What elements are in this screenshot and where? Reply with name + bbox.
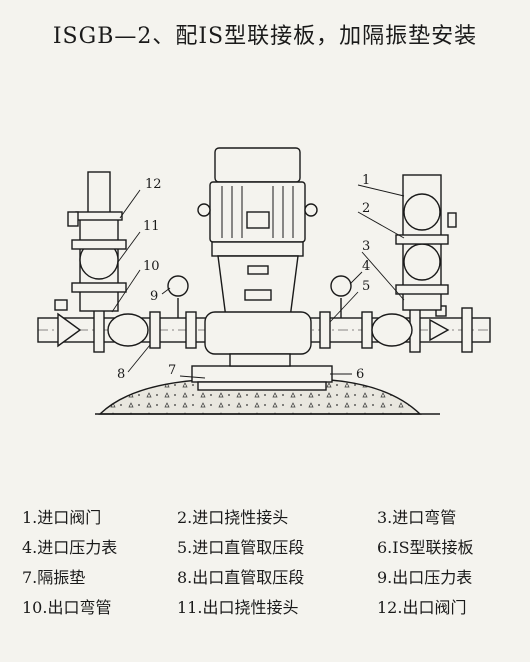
callout-10: 10 — [143, 259, 160, 274]
callout-12: 12 — [145, 177, 162, 192]
is-connection-plate — [191, 365, 333, 383]
motor-top-cover — [214, 147, 301, 183]
legend-item: 12.出口阀门 — [377, 598, 467, 617]
callout-4: 4 — [362, 259, 370, 274]
legend-item: 9.出口压力表 — [377, 568, 473, 587]
callout-8: 8 — [117, 367, 125, 382]
callout-1: 1 — [362, 173, 370, 188]
callout-2: 2 — [362, 201, 370, 216]
legend-item: 2.进口挠性接头 — [177, 508, 289, 527]
motor-nameplate — [246, 211, 270, 229]
legend-item: 11.出口挠性接头 — [177, 598, 299, 617]
valve-right — [429, 318, 450, 342]
legend-item: 8.出口直管取压段 — [177, 568, 305, 587]
pump-bracket — [217, 255, 299, 319]
callout-5: 5 — [362, 279, 370, 294]
legend-item: 10.出口弯管 — [22, 598, 112, 617]
legend-item: 1.进口阀门 — [22, 508, 102, 527]
callout-11: 11 — [143, 219, 160, 234]
coupling-flange — [244, 289, 272, 301]
callout-6: 6 — [356, 367, 364, 382]
legend-item: 4.进口压力表 — [22, 538, 118, 557]
legend-item: 7.隔振垫 — [22, 568, 86, 587]
valve-left — [57, 312, 82, 348]
callout-9: 9 — [150, 289, 158, 304]
isolator-pad — [197, 381, 327, 391]
callout-3: 3 — [362, 239, 370, 254]
pump-volute — [204, 311, 312, 355]
flex-joint-left — [107, 313, 149, 347]
callout-7: 7 — [168, 363, 176, 378]
legend-item: 5.进口直管取压段 — [177, 538, 305, 557]
inlet-pressure-gauge — [330, 275, 352, 297]
outlet-valve-stem — [87, 171, 111, 218]
legend-item: 6.IS型联接板 — [377, 538, 474, 557]
diagram-title: ISGB—2、配IS型联接板，加隔振垫安装 — [52, 24, 478, 49]
legend-item: 3.进口弯管 — [377, 508, 457, 527]
pump-installation-drawing: 12 11 10 9 8 7 6 5 4 3 2 1 — [37, 147, 491, 415]
outlet-pressure-gauge — [167, 275, 189, 297]
parts-legend: 1.进口阀门 2.进口挠性接头 3.进口弯管 4.进口压力表 5.进口直管取压段… — [22, 508, 522, 618]
motor-flange — [211, 241, 304, 257]
flex-joint-right — [371, 313, 413, 347]
